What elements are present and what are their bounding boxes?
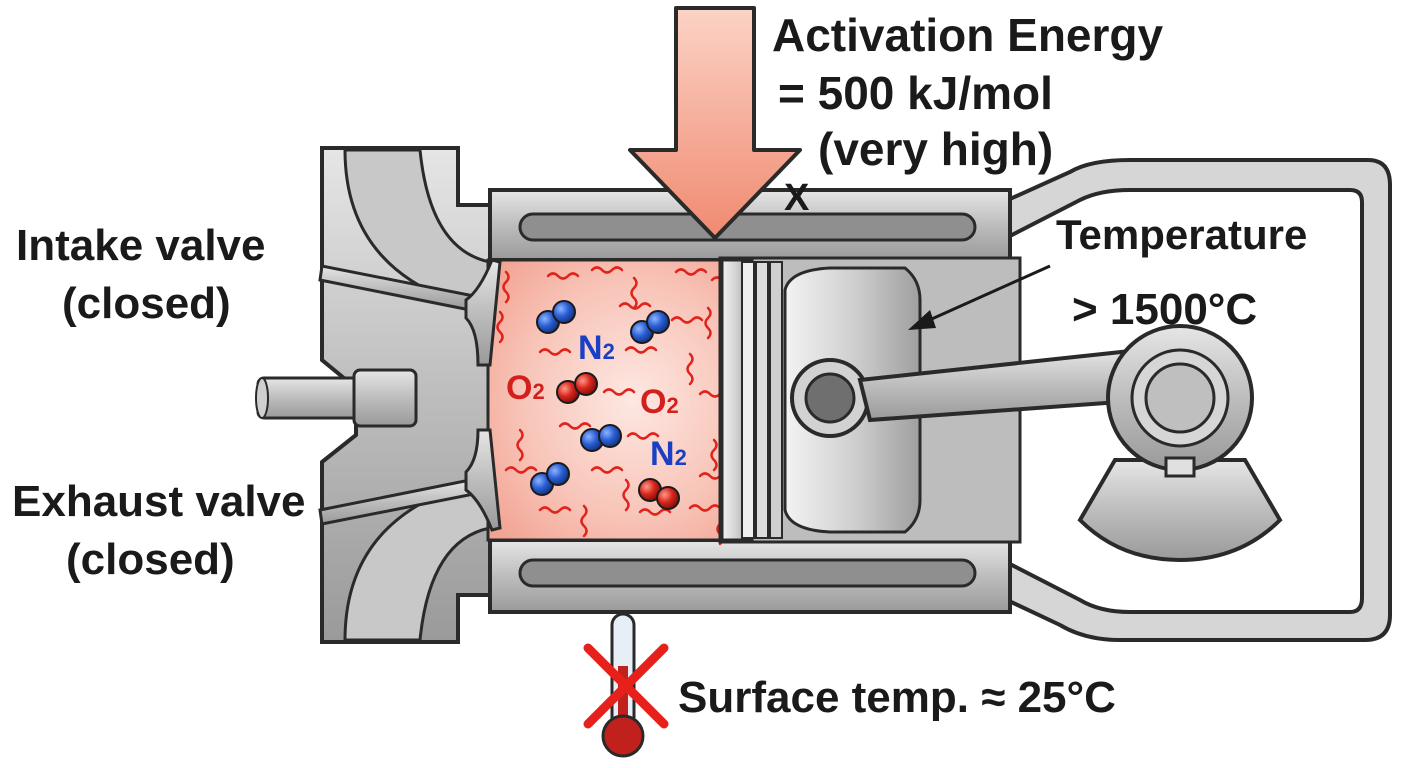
exhaust-valve-label: Exhaust valve: [12, 477, 306, 526]
heat-wave: [626, 432, 660, 440]
n2-label-bottom: N2: [650, 435, 687, 473]
heat-wave: [688, 504, 722, 512]
heat-wave: [622, 478, 630, 512]
heat-wave: [516, 428, 524, 462]
intake-valve: [318, 258, 502, 367]
molecule-group: [530, 300, 680, 510]
spark-plug: [255, 368, 418, 428]
heat-wave: [538, 506, 572, 514]
temperature-value: > 1500°C: [1072, 285, 1258, 334]
activation-energy-value: = 500 kJ/mol: [778, 67, 1053, 119]
heat-wave: [590, 266, 624, 274]
o2-label-left: O2: [506, 369, 545, 407]
activation-energy-title: Activation Energy: [772, 9, 1164, 61]
temperature-pointer-arrow: [908, 264, 1051, 330]
heat-wave: [618, 302, 652, 310]
heat-wave: [674, 268, 708, 276]
heat-wave: [602, 388, 636, 396]
heat-wave: [624, 346, 658, 354]
heat-wave: [670, 316, 704, 324]
surface-temp-label: Surface temp. ≈ 25°C: [678, 673, 1116, 722]
nitrogen-molecule: [530, 462, 570, 496]
intake-valve-status: (closed): [62, 279, 231, 328]
oxygen-molecule: [556, 372, 598, 404]
heat-wave: [704, 306, 712, 340]
activation-energy-note: (very high): [818, 123, 1054, 175]
heat-wave: [710, 438, 718, 472]
activation-cross-mark: X: [784, 177, 810, 219]
nitrogen-molecule: [536, 300, 576, 334]
heat-wave: [538, 348, 572, 356]
heat-wave: [580, 504, 588, 538]
down-arrow-icon: [628, 6, 802, 240]
exhaust-valve-status: (closed): [66, 535, 235, 584]
oxygen-molecule: [638, 478, 680, 510]
intake-valve-label: Intake valve: [16, 221, 266, 270]
o2-label-right: O2: [640, 383, 679, 421]
heat-wave: [558, 422, 592, 430]
temperature-label: Temperature: [1056, 211, 1308, 258]
heat-wave: [686, 352, 694, 386]
nitrogen-molecule: [580, 424, 622, 452]
heat-waves: [496, 266, 744, 546]
heat-wave: [546, 272, 580, 280]
combustion-chamber: [486, 258, 752, 546]
cylinder-block: [488, 188, 1012, 614]
heat-wave: [504, 466, 538, 474]
heat-wave: [502, 270, 510, 304]
exhaust-valve: [318, 428, 502, 532]
nitrogen-molecule: [630, 310, 670, 344]
red-x-icon: [583, 643, 669, 729]
connecting-rod: [857, 324, 1283, 563]
heat-wave: [590, 466, 624, 474]
n2-label-top: N2: [578, 329, 615, 367]
heat-wave: [630, 276, 638, 310]
heat-wave: [496, 310, 504, 344]
